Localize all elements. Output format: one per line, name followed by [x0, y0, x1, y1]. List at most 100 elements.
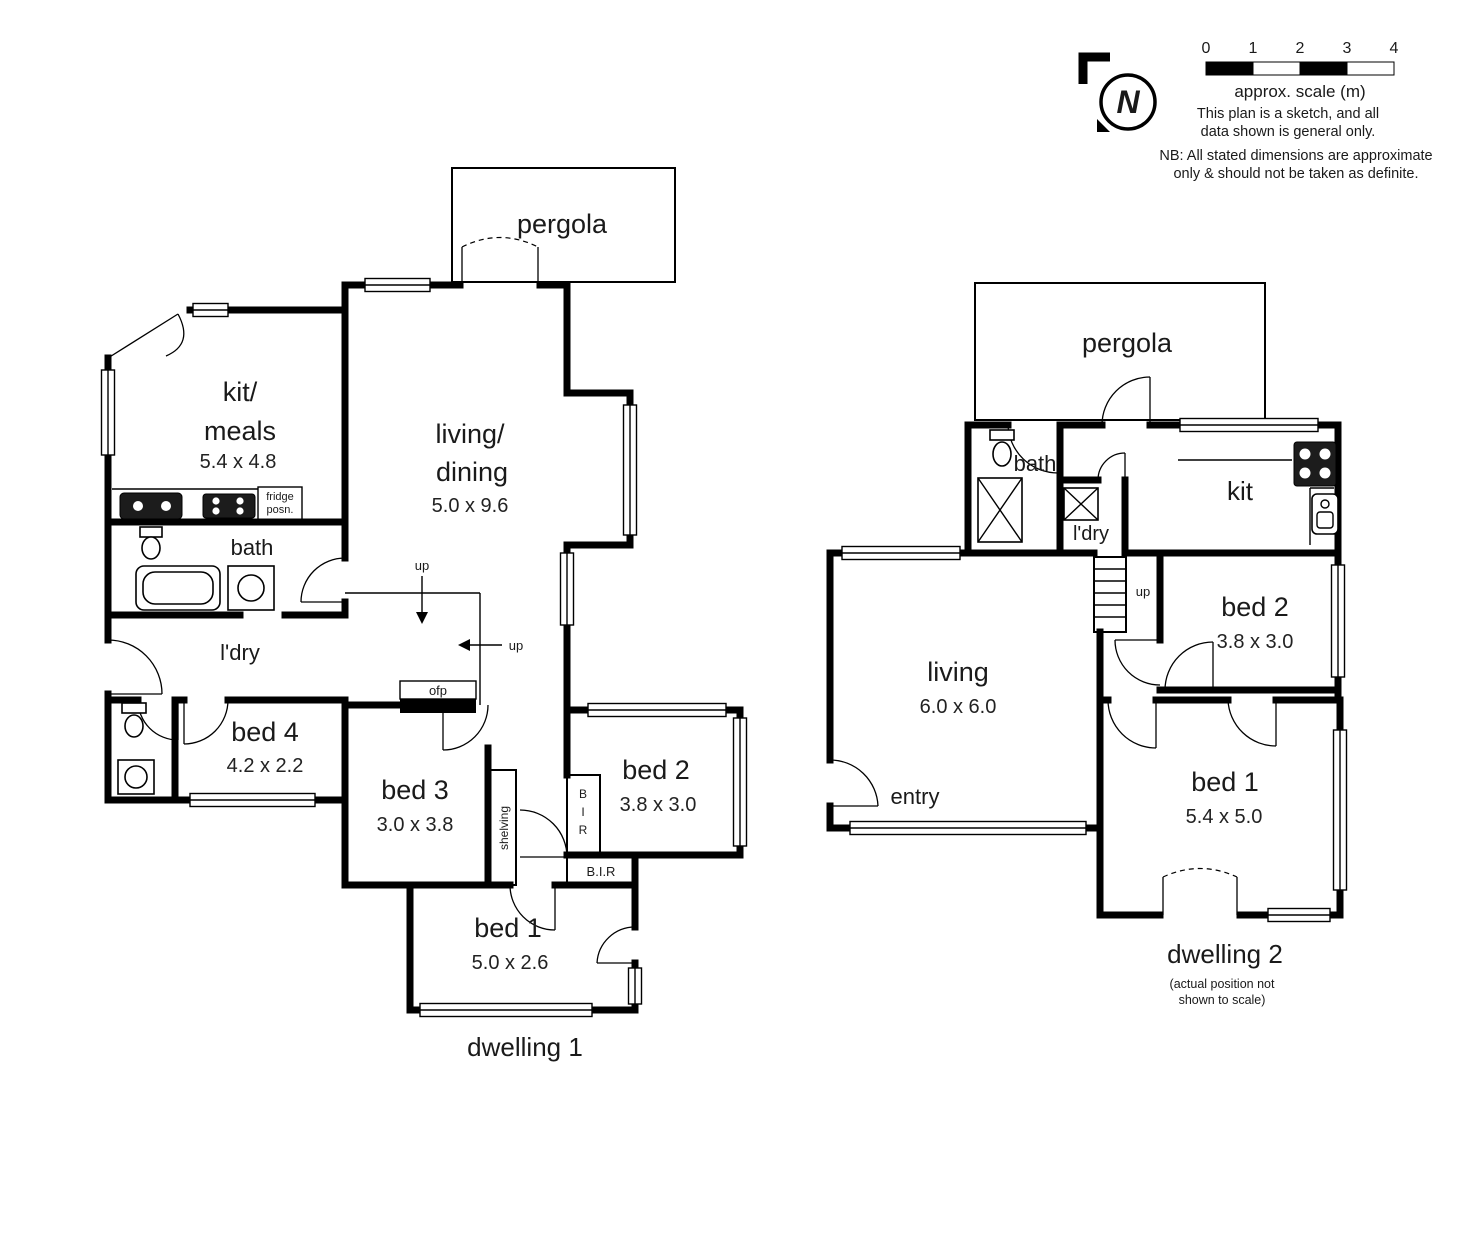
room-label-bed2: bed 2: [622, 755, 690, 785]
labels-dwelling1: kit/ meals 5.4 x 4.8 living/ dining 5.0 …: [200, 377, 697, 1062]
window: [841, 545, 961, 561]
door-arc: [183, 699, 229, 745]
nb-line: NB: All stated dimensions are approximat…: [1159, 148, 1432, 164]
door-arc: [300, 557, 346, 603]
door-arc: [829, 759, 879, 807]
door-arc: [519, 809, 568, 858]
nb-line: only & should not be taken as definite.: [1173, 166, 1418, 182]
double-door: [1162, 868, 1238, 915]
window: [100, 369, 116, 456]
pergola-outline: [974, 282, 1266, 421]
room-label-bed2: bed 2: [1221, 592, 1289, 622]
room-label-entry: entry: [891, 784, 940, 809]
built-in-robe-strip: B I R: [566, 774, 601, 856]
scale-caption: approx. scale (m): [1234, 82, 1365, 101]
room-dims-bed2: 3.8 x 3.0: [1217, 631, 1294, 653]
stairs-area: up up: [345, 558, 523, 705]
kitchen-sink: [119, 492, 183, 520]
scale-tick: 1: [1249, 40, 1258, 57]
cooktop: [1293, 441, 1337, 487]
disclaimer-line: This plan is a sketch, and all: [1197, 106, 1379, 122]
dwelling-1: pergola up up: [100, 167, 748, 1062]
bir-letter: B: [579, 787, 587, 801]
basin: [117, 759, 155, 795]
door-arc: [596, 926, 636, 964]
scale-tick: 0: [1202, 40, 1211, 57]
window: [189, 792, 316, 808]
window: [587, 702, 727, 718]
up-label: up: [509, 638, 523, 653]
door-arc: [1114, 639, 1161, 686]
room-label-meals: meals: [204, 416, 276, 446]
room-label-dining: dining: [436, 457, 508, 487]
room-label-bed1: bed 1: [474, 913, 542, 943]
doors-dwelling2: [829, 376, 1277, 915]
fridge-position: fridge posn.: [257, 486, 303, 522]
room-dims-kit: 5.4 x 4.8: [200, 451, 277, 473]
toilet: [989, 429, 1015, 467]
built-in-robe-room: B.I.R: [566, 854, 636, 886]
room-dims-bed3: 3.0 x 3.8: [377, 814, 454, 836]
laundry-tub: [1063, 487, 1099, 521]
scale-tick: 4: [1390, 40, 1399, 57]
door-arc: [107, 639, 163, 695]
bathroom-fixtures: [135, 526, 275, 611]
window: [559, 552, 575, 626]
windows-dwelling2: [841, 417, 1348, 923]
window: [1267, 907, 1331, 923]
shelving-label: shelving: [497, 806, 511, 850]
disclaimer: This plan is a sketch, and all data show…: [1159, 106, 1432, 182]
wc-fixtures: [117, 702, 155, 795]
bath-fixtures: [977, 429, 1099, 543]
room-label-kit: kit: [1227, 476, 1254, 506]
bathtub: [135, 565, 221, 611]
stairs-area: up: [1093, 556, 1150, 633]
labels-dwelling2: bath l'dry kit bed 2 3.8 x 3.0 living 6.…: [891, 451, 1294, 1007]
windows-dwelling1: [100, 277, 748, 1018]
door-arc: [1101, 376, 1151, 426]
up-label: up: [1136, 584, 1150, 599]
room-label-living: living/: [435, 419, 505, 449]
fireplace: ofp: [399, 680, 477, 713]
bir-letter: I: [581, 805, 584, 819]
window: [1330, 564, 1346, 678]
scale-tick: 3: [1343, 40, 1352, 57]
room-dims-bed1: 5.0 x 2.6: [472, 952, 549, 974]
shelving-unit: shelving: [489, 769, 517, 886]
disclaimer-line: data shown is general only.: [1201, 124, 1376, 140]
door-arc: [509, 884, 556, 931]
fridge-label: posn.: [267, 504, 294, 516]
window: [622, 404, 638, 536]
fireplace-hearth: [400, 699, 476, 713]
north-arrow-icon: N: [1078, 52, 1157, 132]
kitchen-fixtures: fridge posn.: [112, 486, 303, 522]
dwelling2-note: (actual position not: [1170, 977, 1275, 991]
scale-tick: 2: [1296, 40, 1305, 57]
room-label-bed1: bed 1: [1191, 767, 1259, 797]
toilet: [121, 702, 147, 738]
stair-arrow-down: [416, 612, 428, 624]
room-label-bath: bath: [231, 535, 274, 560]
room-dims-bed1: 5.4 x 5.0: [1186, 806, 1263, 828]
dwelling2-walls: [826, 421, 1344, 919]
window: [627, 967, 643, 1005]
room-label-bed3: bed 3: [381, 775, 449, 805]
room-dims-living: 5.0 x 9.6: [432, 495, 509, 517]
room-label-ldry: l'dry: [1073, 523, 1109, 545]
window: [1179, 417, 1319, 433]
room-dims-living: 6.0 x 6.0: [920, 696, 997, 718]
window: [849, 820, 1087, 836]
bir-label: B.I.R: [587, 864, 616, 879]
cooktop: [202, 493, 256, 519]
window: [192, 302, 229, 318]
legend: N 0 1 2 3 4 approx. scale (m) This plan …: [1078, 40, 1433, 182]
room-label-ldry: l'dry: [220, 640, 260, 665]
door-arc: [1164, 641, 1214, 691]
window: [732, 717, 748, 847]
bir-letter: R: [579, 823, 588, 837]
door-arc: [1107, 699, 1157, 749]
door-arc: [1227, 699, 1277, 747]
double-door: [461, 236, 539, 285]
